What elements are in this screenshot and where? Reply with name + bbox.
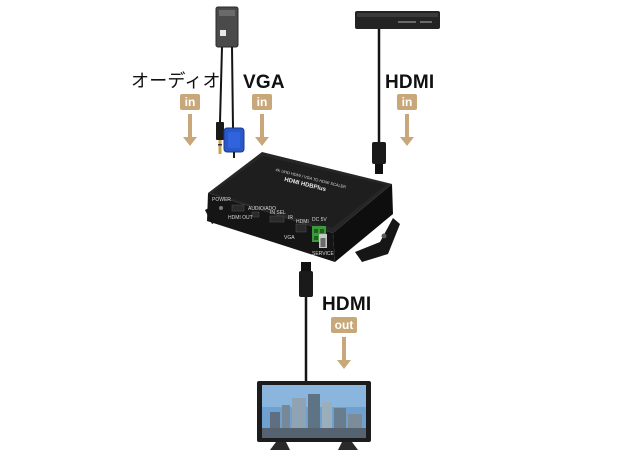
hdmi-out-port-label: HDMI OUT — [228, 215, 253, 221]
vga-port-label: VGA — [284, 235, 295, 241]
hdmi-in-arrow — [400, 114, 414, 146]
audio-vga-source-device — [215, 6, 239, 48]
hdmi-port-label: HDMI — [296, 219, 309, 225]
vga-in-arrow — [255, 114, 269, 146]
audio-in-arrow — [183, 114, 197, 146]
audio-in-badge: in — [180, 94, 200, 110]
hdmi-source-device — [355, 11, 440, 29]
audio-label: オーディオ — [131, 71, 221, 91]
vga-in-badge: in — [252, 94, 272, 110]
display-monitor — [257, 381, 371, 450]
hdmi-out-badge: out — [331, 317, 357, 333]
audio-port-label: AUDIO/ADO — [248, 206, 277, 212]
hdmi-out-label: HDMI — [322, 294, 372, 315]
audio-jack — [216, 122, 224, 154]
ir-label: IR — [288, 215, 293, 221]
hdmi-out-plug — [299, 262, 313, 297]
power-label: POWER — [212, 197, 231, 203]
vga-connector — [223, 127, 245, 158]
in-sel-label: IN SEL — [270, 210, 286, 216]
hdmi-in-label: HDMI — [385, 72, 435, 93]
hdmi-in-plug — [372, 142, 386, 174]
audio-cable — [219, 46, 223, 123]
hdmi-in-badge: in — [397, 94, 417, 110]
vga-cable — [231, 46, 234, 129]
hdmi-out-arrow — [337, 337, 351, 369]
scaler-device — [205, 152, 400, 262]
vga-label: VGA — [243, 72, 285, 93]
dc-label: DC 5V — [312, 217, 327, 223]
service-label: SERVICE — [312, 251, 334, 257]
